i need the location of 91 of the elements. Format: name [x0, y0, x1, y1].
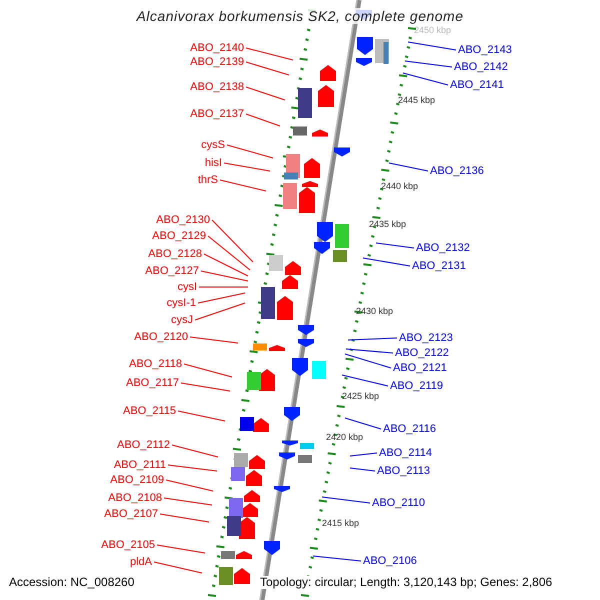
gene-label: ABO_2138	[190, 80, 244, 94]
scale-label: 2430 kbp	[356, 306, 394, 316]
leader-line	[376, 242, 414, 248]
gene-label: ABO_2110	[372, 496, 426, 510]
gene-label: ABO_2106	[363, 554, 417, 568]
leader-line	[246, 48, 294, 60]
leader-line	[344, 354, 392, 368]
accession-text: Accession: NC_008260	[9, 576, 134, 588]
leader-line	[190, 336, 238, 344]
gene-label: ABO_2143	[458, 44, 512, 56]
gene-label: hisI	[204, 156, 222, 170]
scale-label: 2435 kbp	[369, 219, 406, 229]
leader-line	[172, 444, 218, 458]
leader-line	[212, 220, 254, 262]
leader-line	[350, 452, 378, 456]
leader-line	[388, 162, 428, 172]
leader-line	[224, 162, 270, 172]
gene-label: ABO_2111	[114, 458, 166, 472]
gene-label: thrS	[198, 174, 218, 186]
leader-line	[156, 544, 206, 554]
leader-line	[180, 382, 230, 392]
gene-label: ABO_2116	[383, 422, 436, 436]
gene-label: ABO_2119	[390, 380, 444, 392]
gene-label: ABO_2105	[101, 538, 155, 552]
gene-label: ABO_2118	[128, 358, 182, 370]
leader-line	[166, 480, 214, 492]
scale-label: 2415 kbp	[322, 518, 360, 528]
leader-line	[220, 180, 266, 192]
gene-label: ABO_2117	[126, 376, 179, 390]
gene-label: ABO_2136	[430, 164, 484, 178]
gene-label: ABO_2141	[450, 78, 504, 92]
gene-label: ABO_2108	[108, 492, 162, 504]
gene-label: ABO_2107	[104, 508, 158, 520]
leader-line	[246, 86, 286, 100]
gene-label: cysI	[177, 280, 197, 294]
leader-line	[404, 60, 452, 68]
gene-label: ABO_2109	[110, 474, 164, 486]
scale-label: 2420 kbp	[326, 432, 364, 442]
gene-label: ABO_2129	[152, 230, 206, 242]
leader-line	[350, 468, 376, 472]
leader-line	[246, 114, 280, 126]
leader-line	[322, 496, 370, 504]
leader-line	[194, 302, 246, 320]
scale-label: 2425 kbp	[342, 391, 380, 401]
leader-line	[198, 286, 248, 288]
title: Alcanivorax borkumensis SK2, complete genome	[135, 10, 465, 23]
leader-line	[362, 258, 410, 266]
gene-label: cysI-1	[166, 296, 196, 310]
gene-label: ABO_2122	[395, 346, 449, 360]
gene-label: ABO_2131	[412, 260, 466, 272]
leader-line	[184, 364, 232, 378]
leader-line	[344, 418, 382, 430]
gene-label: ABO_2121	[393, 362, 447, 374]
leader-line	[160, 514, 210, 522]
leader-line	[342, 374, 388, 386]
leader-line	[164, 498, 212, 506]
leader-line	[312, 556, 362, 562]
leader-line	[346, 348, 394, 354]
gene-label: ABO_2115	[122, 404, 176, 418]
leader-line	[168, 464, 218, 472]
leader-line	[204, 254, 248, 276]
gene-label: ABO_2127	[145, 264, 199, 278]
gene-label: ABO_2112	[116, 438, 170, 452]
scale-label: 2445 kbp	[398, 95, 436, 105]
leader-line	[348, 338, 398, 340]
leader-line	[208, 236, 250, 270]
gene-label: cysS	[201, 138, 225, 152]
gene-label: ABO_2123	[399, 332, 453, 344]
gene-label: ABO_2132	[416, 242, 470, 254]
gene-label: ABO_2113	[377, 464, 430, 478]
leader-line	[198, 292, 246, 304]
leader-line	[200, 270, 248, 282]
gene-label: ABO_2139	[190, 56, 244, 68]
gene-label: ABO_2130	[156, 214, 210, 226]
gene-label: cysJ	[171, 314, 193, 326]
gene-label: pldA	[130, 556, 152, 568]
leader-line	[178, 410, 226, 422]
leader-line	[154, 562, 202, 574]
scale-label: 2440 kbp	[381, 181, 418, 191]
gene-label: ABO_2114	[379, 446, 432, 460]
leader-line	[246, 62, 290, 76]
gene-label: ABO_2128	[148, 248, 202, 260]
leader-line	[226, 144, 274, 158]
gene-label: ABO_2142	[454, 60, 508, 74]
genome-info-text: Topology: circular; Length: 3,120,143 bp; Genes: 2,806	[260, 576, 552, 588]
leader-line	[402, 72, 448, 86]
leader-line	[408, 42, 456, 50]
gene-label: ABO_2140	[190, 42, 244, 54]
gene-label: ABO_2120	[134, 330, 188, 344]
scale-label: 2450 kbp	[414, 25, 452, 35]
gene-label: ABO_2137	[190, 108, 244, 120]
